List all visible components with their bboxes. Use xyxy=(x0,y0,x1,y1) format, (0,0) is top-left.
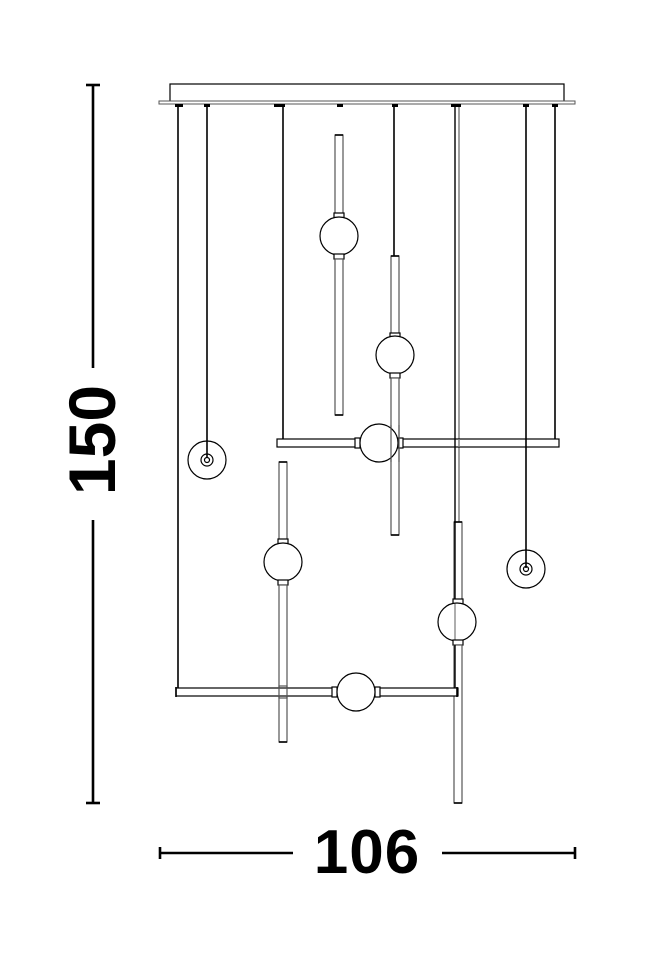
height-dimension-line xyxy=(86,83,100,805)
horizontal-bar-pendant-2 xyxy=(175,672,459,712)
double-cable xyxy=(454,107,460,522)
suspension-cables xyxy=(177,107,556,688)
height-dimension-label: 150 xyxy=(55,384,129,496)
horizontal-bar-pendant-1 xyxy=(276,423,560,463)
width-dimension-line xyxy=(158,847,577,859)
rod-pendant-3 xyxy=(263,461,303,743)
rod-pendant-2 xyxy=(375,255,415,536)
rod-pendant-4 xyxy=(437,521,477,804)
disc-pendant-right xyxy=(506,549,546,589)
canopy xyxy=(158,83,576,107)
rod-pendant-1 xyxy=(319,134,359,416)
width-dimension-label: 106 xyxy=(313,818,421,887)
disc-pendant-left xyxy=(187,440,227,480)
